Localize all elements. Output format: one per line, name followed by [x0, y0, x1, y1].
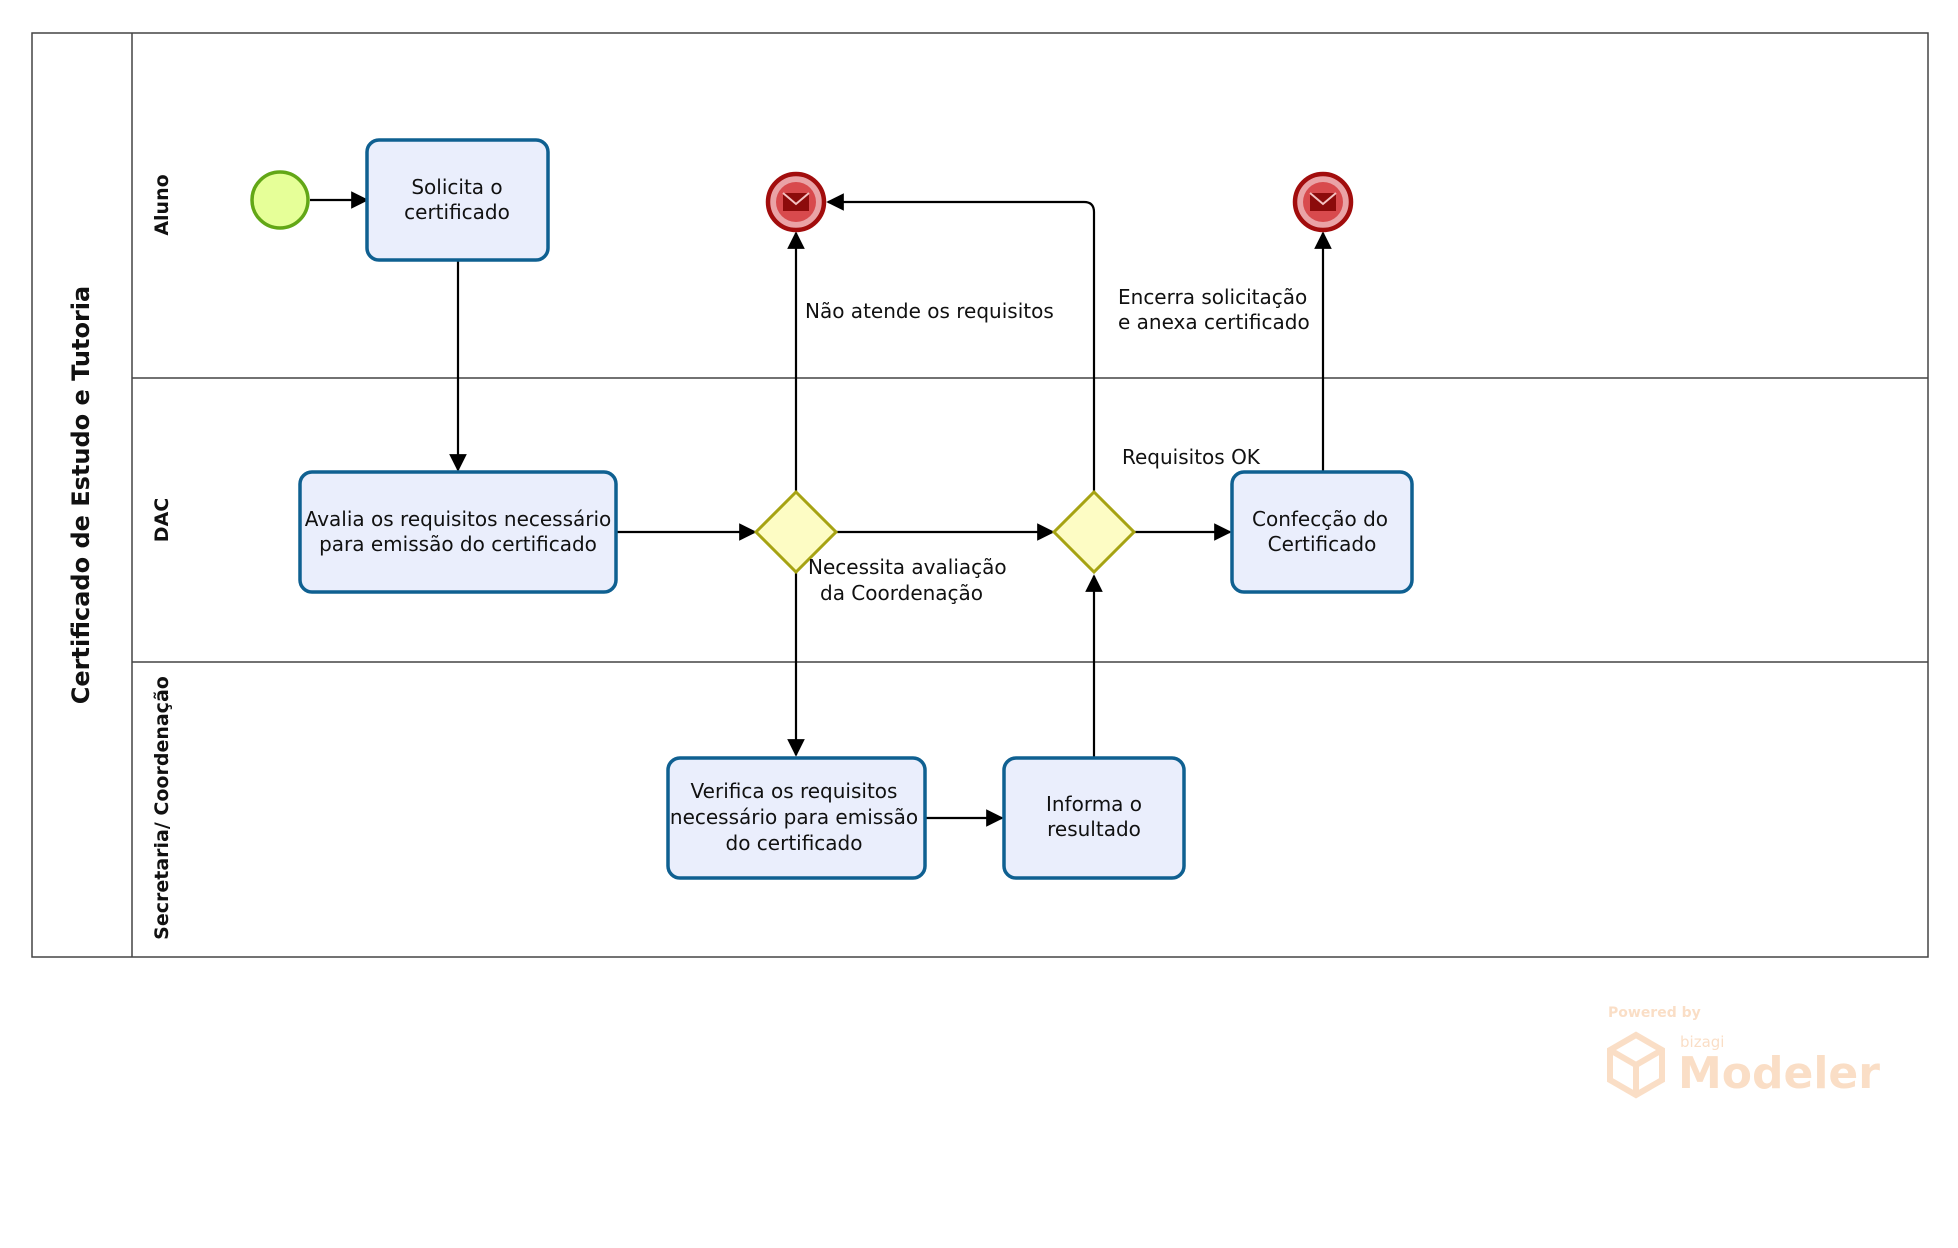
pool-title: Certificado de Estudo e Tutoria — [67, 286, 95, 704]
task-label: Verifica os requisitos — [691, 779, 898, 803]
end-event-message-2[interactable] — [1292, 171, 1354, 233]
task-box — [1230, 470, 1414, 594]
task-label: do certificado — [726, 831, 863, 855]
lane-title-secretaria: Secretaria/ Coordenação — [151, 676, 173, 940]
exclusive-gateway-2[interactable] — [1051, 489, 1137, 575]
task-label: Certificado — [1268, 532, 1377, 556]
task-label: certificado — [404, 200, 510, 224]
label-necessita-line2: da Coordenação — [820, 581, 983, 605]
label-encerra-line1: Encerra solicitação — [1118, 285, 1307, 309]
start-event[interactable] — [250, 170, 310, 230]
watermark-brand: bizagi — [1680, 1033, 1724, 1051]
pool-border — [31, 32, 1929, 958]
sequence-flows — [310, 191, 1332, 827]
cube-logo-icon — [1607, 1031, 1665, 1099]
watermark-powered: Powered by — [1608, 1005, 1701, 1021]
end-event-message-1[interactable] — [765, 171, 827, 233]
label-necessita-line1: Necessita avaliação — [808, 555, 1007, 579]
envelope-icon — [1309, 192, 1337, 211]
task-label: necessário para emissão — [670, 805, 918, 829]
task-confeccao-certificado[interactable]: Confecção do Certificado — [1230, 470, 1414, 594]
task-label: resultado — [1047, 817, 1141, 841]
task-box — [365, 138, 550, 262]
task-label: para emissão do certificado — [319, 532, 597, 556]
envelope-icon — [782, 192, 810, 211]
pool: Certificado de Estudo e Tutoria Aluno DA… — [31, 32, 1929, 958]
label-nao-atende: Não atende os requisitos — [805, 299, 1054, 323]
watermark-product: Modeler — [1678, 1048, 1880, 1099]
label-requisitos-ok: Requisitos OK — [1122, 445, 1261, 469]
task-label: Avalia os requisitos necessário — [305, 507, 612, 531]
task-solicita-certificado[interactable]: Solicita o certificado — [365, 138, 550, 262]
exclusive-gateway-1[interactable] — [753, 489, 839, 575]
label-encerra-line2: e anexa certificado — [1118, 310, 1310, 334]
task-box — [298, 470, 618, 594]
task-box — [1002, 756, 1186, 880]
task-informa-resultado[interactable]: Informa o resultado — [1002, 756, 1186, 880]
lane-title-dac: DAC — [151, 498, 173, 542]
lane-title-aluno: Aluno — [151, 174, 173, 235]
task-box — [666, 756, 927, 880]
task-label: Solicita o — [411, 175, 502, 199]
flow-gateway2-to-end1 — [826, 193, 1096, 492]
bizagi-watermark: Powered by bizagi Modeler — [1607, 1005, 1880, 1099]
task-label: Confecção do — [1252, 507, 1388, 531]
task-avalia-requisitos[interactable]: Avalia os requisitos necessário para emi… — [298, 470, 618, 594]
task-verifica-requisitos[interactable]: Verifica os requisitos necessário para e… — [666, 756, 927, 880]
task-label: Informa o — [1046, 792, 1142, 816]
